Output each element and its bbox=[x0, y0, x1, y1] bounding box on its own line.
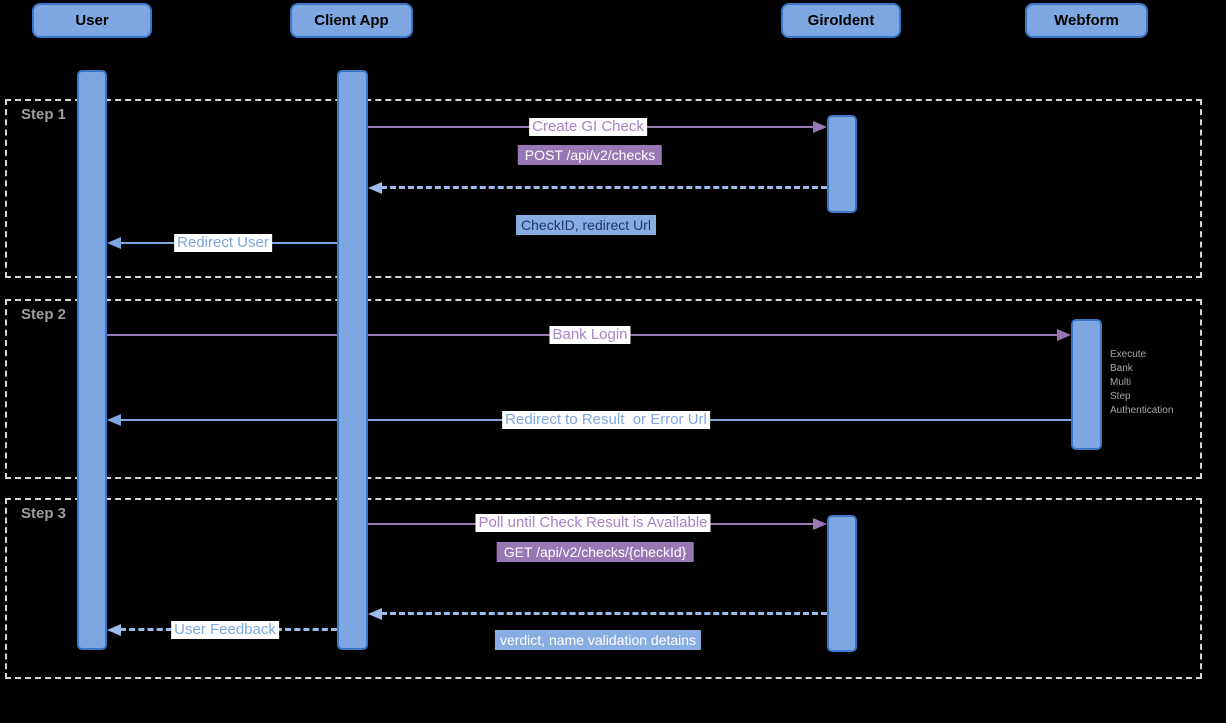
webform-auth-note-line: Authentication bbox=[1110, 405, 1174, 416]
create-gi-check-arrowhead-icon bbox=[813, 121, 827, 133]
redirect-user-arrowhead-icon bbox=[107, 237, 121, 249]
actor-user: User bbox=[32, 3, 152, 38]
verdict-return-arrowhead-icon bbox=[368, 608, 382, 620]
verdict-details-badge: verdict, name validation detains bbox=[494, 630, 702, 650]
poll-label: Poll until Check Result is Available bbox=[475, 514, 711, 532]
checkid-return-arrow-line bbox=[381, 186, 827, 189]
user-feedback-arrowhead-icon bbox=[107, 624, 121, 636]
step1-label: Step 1 bbox=[21, 106, 67, 123]
verdict-return-arrow-line bbox=[381, 612, 827, 615]
webform-auth-note-line: Execute bbox=[1110, 349, 1147, 360]
actor-user-label: User bbox=[75, 12, 109, 29]
bank-login-arrowhead-icon bbox=[1057, 329, 1071, 341]
giroident-activation-bar-step1 bbox=[827, 115, 857, 213]
actor-webform: Webform bbox=[1025, 3, 1148, 38]
client-app-activation-bar bbox=[337, 70, 368, 650]
webform-activation-bar bbox=[1071, 319, 1102, 450]
webform-auth-note-line: Step bbox=[1110, 391, 1131, 402]
step3-label: Step 3 bbox=[21, 505, 67, 522]
user-feedback-label: User Feedback bbox=[171, 621, 279, 639]
user-activation-bar bbox=[77, 70, 107, 650]
actor-client-app: Client App bbox=[290, 3, 413, 38]
checkid-return-arrowhead-icon bbox=[368, 182, 382, 194]
webform-auth-note: Execute Bank Multi Step Authentication bbox=[1110, 348, 1173, 418]
actor-client-app-label: Client App bbox=[314, 12, 389, 29]
webform-auth-note-line: Multi bbox=[1110, 377, 1132, 388]
actor-webform-label: Webform bbox=[1054, 12, 1119, 29]
actor-giroident: GiroIdent bbox=[781, 3, 901, 38]
step1-frame: Step 1 bbox=[5, 99, 1202, 278]
actor-giroident-label: GiroIdent bbox=[807, 12, 875, 29]
create-gi-check-label: Create GI Check bbox=[529, 118, 647, 136]
poll-arrowhead-icon bbox=[813, 518, 827, 530]
step2-label: Step 2 bbox=[21, 306, 67, 323]
post-endpoint-badge: POST /api/v2/checks bbox=[517, 145, 663, 165]
redirect-user-label: Redirect User bbox=[174, 234, 272, 252]
bank-login-label: Bank Login bbox=[549, 326, 631, 344]
get-endpoint-badge: GET /api/v2/checks/{checkId} bbox=[496, 542, 694, 562]
step2-frame: Step 2 bbox=[5, 299, 1202, 479]
redirect-result-label: Redirect to Result or Error Url bbox=[502, 411, 710, 429]
webform-auth-note-line: Bank bbox=[1110, 363, 1133, 374]
step3-frame: Step 3 bbox=[5, 498, 1202, 679]
redirect-result-arrowhead-icon bbox=[107, 414, 121, 426]
checkid-redirect-badge: CheckID, redirect Url bbox=[516, 215, 656, 235]
giroident-activation-bar-step3 bbox=[827, 515, 857, 652]
